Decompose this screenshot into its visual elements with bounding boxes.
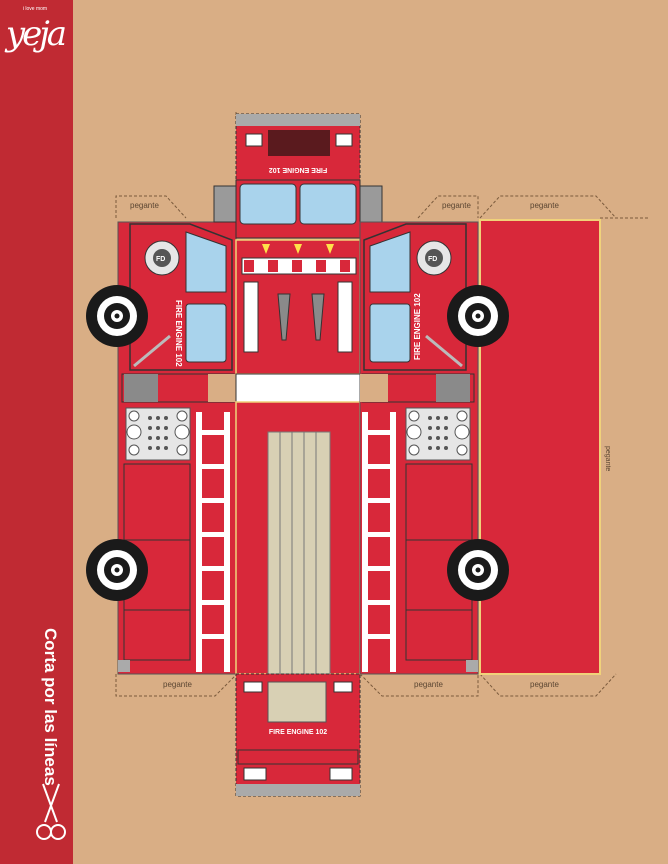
door-badge: FD: [428, 256, 437, 263]
glue-label: pegante: [414, 680, 443, 689]
side-label: FIRE ENGINE 102: [174, 300, 183, 367]
glue-label: pegante: [130, 201, 159, 210]
glue-label: pegante: [604, 446, 611, 471]
front-label: FIRE ENGINE 102: [269, 166, 327, 173]
rear-label: FIRE ENGINE 102: [269, 729, 327, 736]
brand-tagline: i love mom: [22, 6, 48, 12]
glue-label: pegante: [163, 680, 192, 689]
glue-label: pegante: [530, 680, 559, 689]
sidebar-band: i love mom yeja Corta por las líneas: [0, 0, 73, 864]
wheel-icon: [447, 539, 509, 601]
glue-label: pegante: [530, 201, 559, 210]
cab-front-panel: FIRE ENGINE 102: [213, 113, 383, 239]
body-top-panel: [235, 401, 361, 675]
cab-roof-panel: [235, 239, 361, 403]
right-side-panel: FD FIRE ENGINE 102: [359, 221, 479, 675]
rear-panel: FIRE ENGINE 102: [235, 673, 361, 797]
glue-label: pegante: [442, 201, 471, 210]
side-label: FIRE ENGINE 102: [413, 293, 422, 360]
left-side-panel: FD FIRE ENGINE 102: [117, 221, 237, 675]
brand-logo: yeja: [5, 14, 67, 54]
wheel-icon: [86, 285, 148, 347]
wheel-icon: [86, 539, 148, 601]
glue-panel: [479, 219, 601, 675]
scissors-icon: [36, 783, 66, 840]
door-badge: FD: [156, 256, 165, 263]
wheel-icon: [447, 285, 509, 347]
